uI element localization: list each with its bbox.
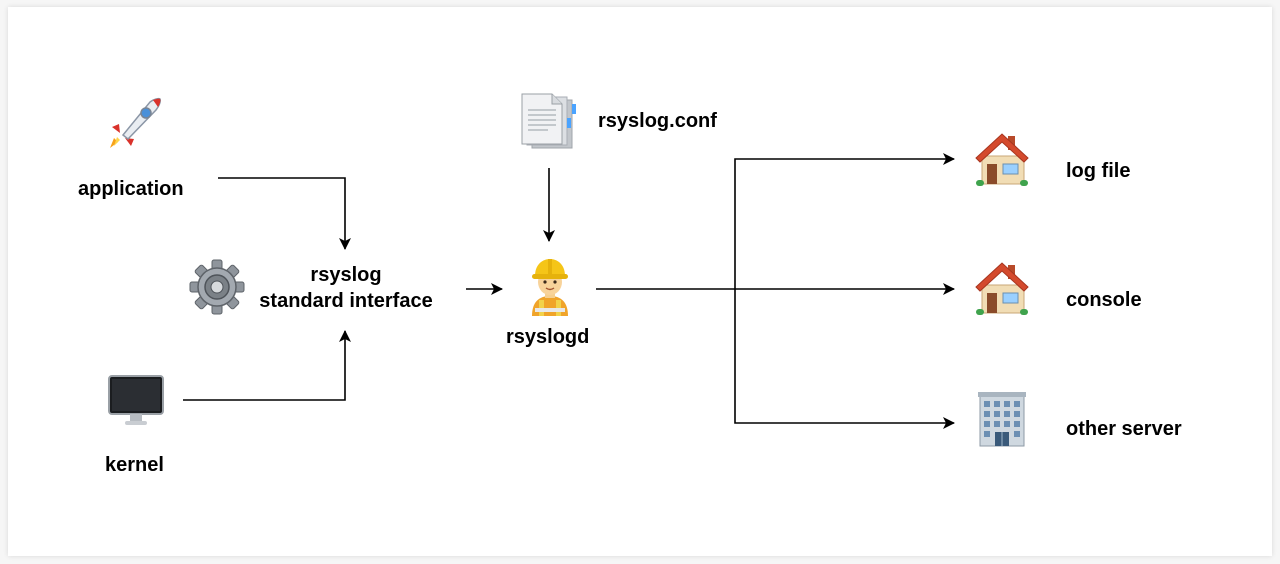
kernel-to-interface-arrow: [183, 330, 351, 401]
office-building-icon: [978, 392, 1026, 447]
daemon-label: rsyslogd: [506, 326, 590, 348]
daemon-to-server-arrow: [734, 289, 955, 429]
interface-label: rsyslog standard interface: [250, 262, 442, 314]
log-file-label: log file: [1066, 160, 1131, 182]
computer-icon: [108, 375, 164, 425]
worker-icon: [532, 259, 568, 316]
document-icon: [521, 93, 576, 149]
gear-icon: [189, 259, 245, 315]
application-label: application: [78, 178, 184, 200]
rocket-icon: [110, 97, 161, 148]
interface-label-line1: rsyslog: [310, 264, 382, 286]
other-server-label: other server: [1066, 418, 1182, 440]
house-icon: [975, 262, 1029, 315]
application-to-interface-arrow: [218, 177, 351, 250]
kernel-label: kernel: [105, 454, 164, 476]
house-icon: [975, 133, 1029, 186]
console-label: console: [1066, 289, 1142, 311]
interface-label-line2: standard interface: [259, 290, 433, 312]
daemon-to-logfile-arrow: [734, 153, 955, 289]
config-label: rsyslog.conf: [598, 110, 717, 132]
